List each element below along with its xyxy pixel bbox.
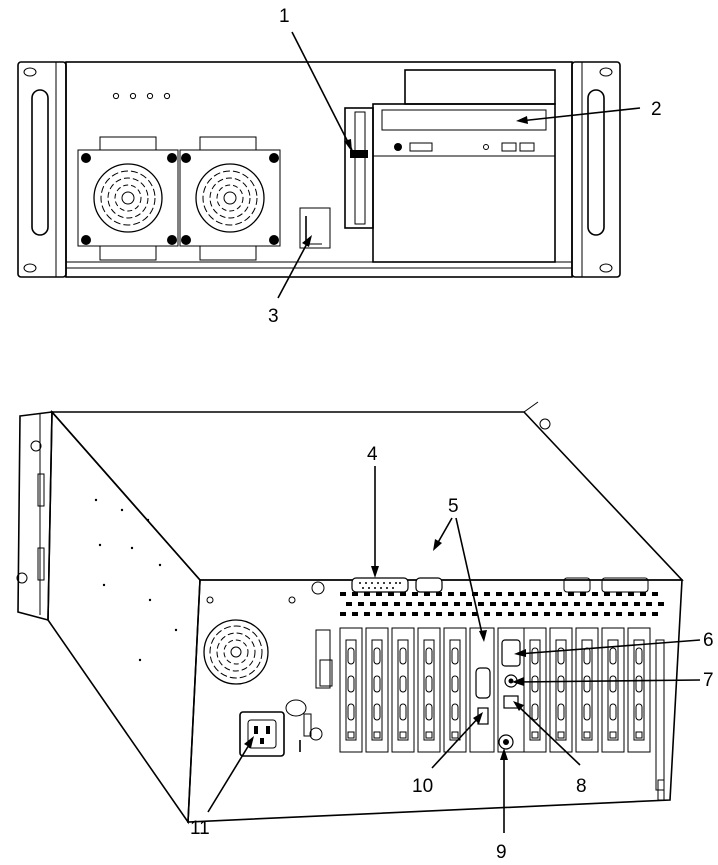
right-rack-ear bbox=[571, 61, 621, 278]
parallel-port bbox=[351, 577, 409, 593]
front-fans bbox=[77, 136, 281, 261]
rear-view bbox=[16, 401, 684, 825]
side-vent-holes bbox=[94, 498, 178, 662]
front-panel bbox=[65, 61, 573, 278]
callout-8: 8 bbox=[576, 776, 587, 797]
chassis-top bbox=[50, 411, 684, 581]
callout-4: 4 bbox=[367, 444, 378, 465]
left-handle-slot bbox=[31, 89, 49, 236]
optical-drive bbox=[381, 109, 547, 131]
front-access-door bbox=[299, 207, 331, 249]
rear-vent-grid bbox=[340, 592, 664, 616]
lower-drive-bay bbox=[372, 103, 556, 263]
front-callouts: 1 2 3 bbox=[268, 6, 662, 327]
callout-2: 2 bbox=[651, 99, 662, 120]
expansion-slots bbox=[339, 627, 651, 753]
upper-drive-bay bbox=[404, 69, 556, 105]
callout-1: 1 bbox=[279, 6, 290, 27]
serial-port-top bbox=[415, 577, 443, 593]
io-card bbox=[469, 627, 495, 753]
psu-fan bbox=[203, 619, 269, 685]
serial-port-card bbox=[475, 667, 491, 699]
motherboard-io bbox=[497, 627, 525, 753]
callout-3: 3 bbox=[268, 306, 279, 327]
rear-callouts: 4 5 6 7 8 9 10 11 bbox=[190, 444, 714, 863]
callout-5: 5 bbox=[448, 496, 459, 517]
rear-rack-ear bbox=[17, 411, 53, 622]
callout-7: 7 bbox=[703, 670, 714, 691]
callout-9: 9 bbox=[496, 842, 507, 863]
rear-panel bbox=[187, 579, 683, 823]
power-inlet bbox=[239, 711, 285, 757]
right-handle-slot bbox=[587, 89, 605, 236]
callout-11: 11 bbox=[190, 818, 210, 839]
callout-10: 10 bbox=[412, 776, 433, 797]
floppy-drive bbox=[344, 107, 374, 229]
chassis-side bbox=[47, 409, 201, 825]
status-leds bbox=[112, 92, 171, 100]
left-rack-ear bbox=[17, 61, 67, 278]
front-view bbox=[17, 61, 621, 278]
lan-port bbox=[503, 695, 519, 709]
callout-6: 6 bbox=[703, 630, 714, 651]
